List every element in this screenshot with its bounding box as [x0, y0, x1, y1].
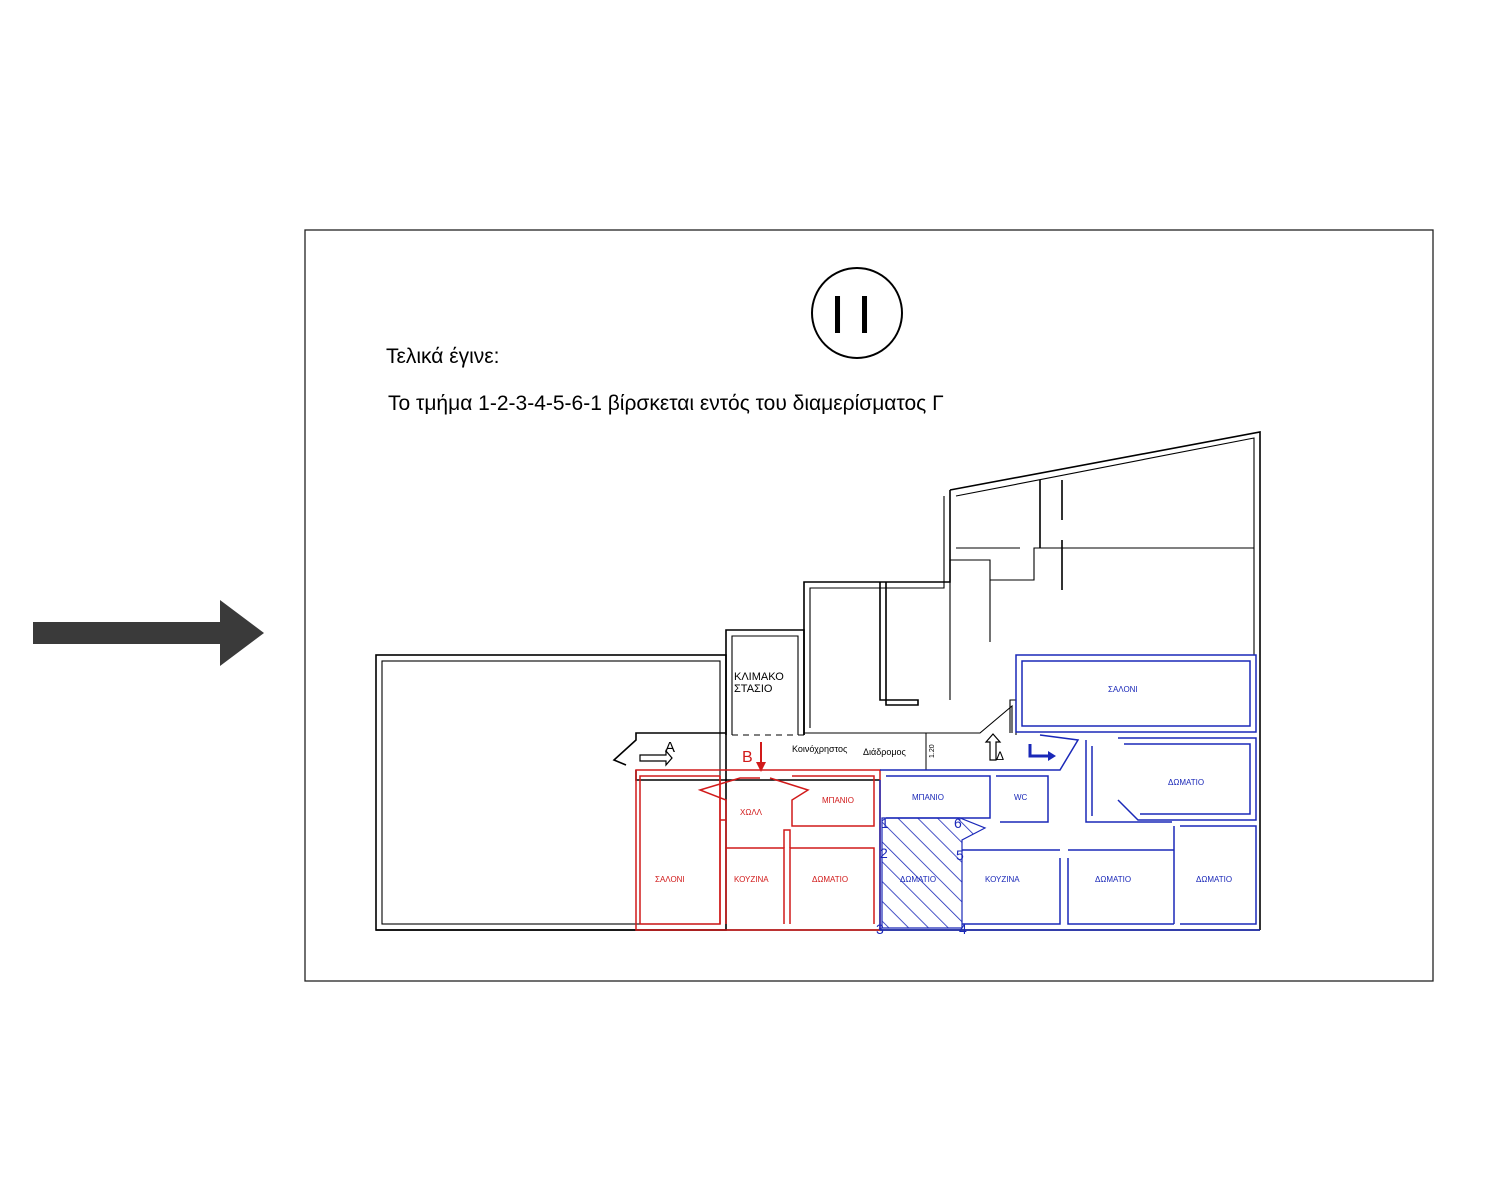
point-5: 5 [956, 847, 964, 863]
g-room-top-right-label: ΔΩΜΑΤΙΟ [1168, 778, 1204, 787]
apartment-b [635, 742, 881, 931]
b-kitchen-label: ΚΟΥΖΙΝΑ [734, 875, 769, 884]
point-6: 6 [954, 815, 962, 831]
g-wc-label: WC [1014, 793, 1028, 802]
header-line-1: Τελικά έγινε: [386, 345, 500, 368]
point-4: 4 [959, 921, 967, 937]
corridor-dimension: 1.20 [929, 744, 936, 758]
b-bedroom-label: ΔΩΜΑΤΙΟ [812, 875, 848, 884]
entrance-d: Δ [996, 749, 1004, 763]
b-hall-label: ΧΩΛΛ [740, 808, 763, 817]
sheet-number-circle [811, 267, 903, 359]
building-walls [375, 431, 1261, 931]
point-2: 2 [880, 845, 888, 861]
drawing-frame [304, 229, 1434, 982]
point-1: 1 [881, 815, 889, 831]
stair-label-2: ΣΤΑΣΙΟ [734, 683, 773, 695]
b-living-label: ΣΑΛΟΝΙ [655, 875, 685, 884]
sheet-number: II [830, 285, 884, 345]
apartment-g [879, 654, 1260, 931]
g-kitchen-label: ΚΟΥΖΙΝΑ [985, 875, 1020, 884]
g-room-hatched-label: ΔΩΜΑΤΙΟ [900, 875, 936, 884]
corridor-label-2: Διάδρομος [863, 747, 907, 757]
hatched-area-1-6 [881, 817, 987, 929]
entrance-b: Β [742, 749, 753, 766]
entrance-a: Α [665, 739, 675, 756]
g-bath-label: ΜΠΑΝΙΟ [912, 793, 944, 802]
g-room-mid-label: ΔΩΜΑΤΙΟ [1095, 875, 1131, 884]
corridor-label-1: Κοινόχρηστος [792, 744, 848, 754]
header-line-2: Το τμήμα 1-2-3-4-5-6-1 βίρσκεται εντός τ… [388, 392, 944, 415]
b-bath-label: ΜΠΑΝΙΟ [822, 796, 854, 805]
g-living-label: ΣΑΛΟΝΙ [1108, 685, 1138, 694]
point-3: 3 [876, 921, 884, 937]
g-room-right-label: ΔΩΜΑΤΙΟ [1196, 875, 1232, 884]
stair-label-1: ΚΛΙΜΑΚΟ [734, 671, 784, 683]
pointer-arrow-icon [33, 600, 264, 666]
